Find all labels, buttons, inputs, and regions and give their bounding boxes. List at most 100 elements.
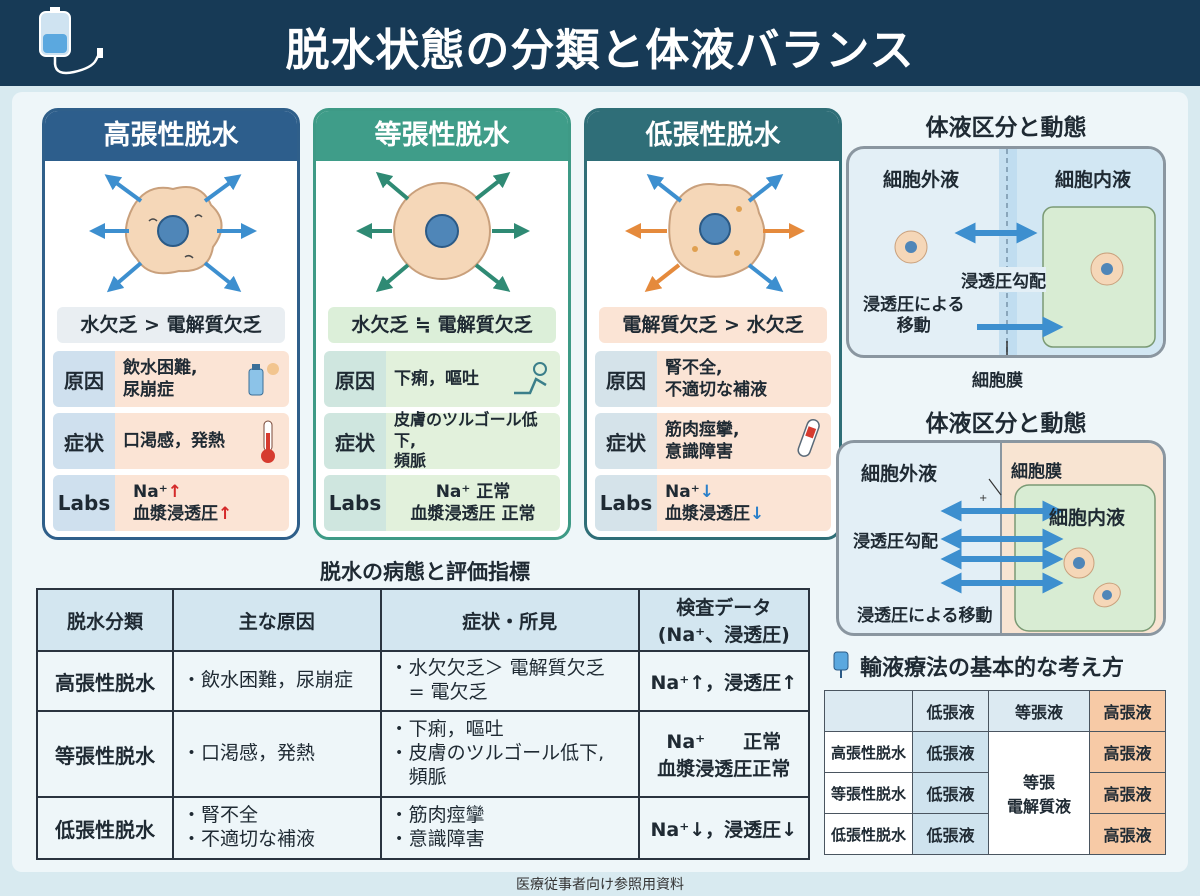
class-cell: 高張性脱水	[36, 650, 174, 712]
header-line: 検査データ	[676, 597, 772, 619]
up-arrow-icon: ↑	[218, 504, 233, 524]
row-value: 腎不全, 不適切な補液	[657, 351, 831, 407]
row-symptom: 症状 筋肉痙攣, 意識障害	[595, 413, 831, 469]
row-header: 低張性脱水	[824, 813, 913, 855]
lab-cell: Na⁺↑，浸透圧↑	[637, 650, 811, 712]
value-line: 意識障害	[665, 442, 733, 462]
row-symptom: 症状 口渇感，発熱	[53, 413, 289, 469]
header-line: (Na⁺、浸透圧)	[657, 624, 790, 646]
hypertonic-cell: 高張液	[1088, 813, 1167, 855]
movement-line: 移動	[896, 316, 931, 337]
row-value: Na⁺↑ 血漿浸透圧↑	[115, 475, 289, 531]
compartment-diagram: +	[940, 443, 1163, 633]
normal-cell-illustration	[316, 161, 568, 351]
row-header: 等張性脱水	[824, 772, 913, 814]
row-label: 原因	[53, 351, 115, 407]
value-line: Na⁺ 正常	[435, 481, 511, 502]
movement-label: 浸透圧による 移動	[863, 295, 965, 338]
lab-name: Na⁺	[133, 481, 168, 502]
icf-label: 細胞内液	[1055, 169, 1132, 191]
value-line: 尿崩症	[123, 380, 174, 400]
up-arrow-icon: ↑	[167, 481, 182, 502]
row-label: Labs	[595, 475, 657, 531]
cell-icon	[356, 171, 530, 293]
cause-line: ・腎不全	[182, 804, 259, 827]
card-hypertonic: 高張性脱水 水欠乏 > 電解質欠乏 原因 飲水困難, 尿崩症 症状 口渇感，発熱	[42, 108, 300, 540]
row-labs: Labs Na⁺ 正常 血漿浸透圧 正常	[324, 475, 560, 531]
compartment-panel-2: + 細胞外液 細胞膜 細胞内液 浸透圧勾配 浸透圧による移動	[836, 440, 1166, 636]
iso-line: 等張	[1022, 773, 1055, 792]
fluid-therapy-table: 低張液 等張液 高張液 高張性脱水 低張液 等張 電解質液 高張液 等張性脱水 …	[824, 690, 1167, 855]
value-line: Na⁺↑	[133, 481, 281, 503]
value-line: 腎不全,	[665, 357, 723, 378]
svg-text:+: +	[979, 493, 987, 504]
movement-label: 浸透圧による移動	[857, 606, 993, 626]
card-title: 高張性脱水	[45, 111, 297, 161]
row-label: 症状	[53, 413, 115, 469]
fluid-therapy-title: 輸液療法の基本的な考え方	[860, 656, 1125, 681]
table-row: 低張性脱水 低張液 高張液	[824, 813, 1167, 855]
row-labs: Labs Na⁺↑ 血漿浸透圧↑	[53, 475, 289, 531]
shrunken-cell-illustration	[45, 161, 297, 351]
membrane-label: 細胞膜	[1011, 462, 1062, 482]
value-line: 筋肉痙攣,	[665, 419, 740, 440]
table-row: 高張性脱水 ・飲水困難，尿崩症 ・水欠欠乏＞ 電解質欠乏 = 電欠乏 Na⁺↑，…	[36, 650, 811, 712]
column-header: 低張液	[911, 690, 990, 732]
table-header-row: 低張液 等張液 高張液	[824, 690, 1167, 732]
membrane-label: 細胞膜	[972, 371, 1023, 391]
symptom-line: ・皮膚のツルゴール低下,	[389, 742, 605, 765]
row-symptom: 症状 皮膚のツルゴール低下, 頻脈	[324, 409, 560, 471]
column-header: 脱水分類	[36, 588, 174, 652]
row-label: 症状	[595, 413, 657, 469]
value-line: 皮膚のツルゴール低下,	[394, 409, 538, 450]
symptom-line: ・下痢，嘔吐	[389, 718, 504, 741]
dehydration-table: 脱水分類 主な原因 症状・所見 検査データ (Na⁺、浸透圧) 高張性脱水 ・飲…	[36, 588, 811, 860]
cause-cell: ・飲水困難，尿崩症	[172, 650, 382, 712]
value-line: 頻脈	[394, 451, 427, 471]
isotonic-cell: 等張 電解質液	[988, 731, 1090, 855]
value-line: 下痢，嘔吐	[394, 368, 479, 389]
water-bottle-icon	[248, 363, 279, 396]
ecf-label: 細胞外液	[861, 463, 938, 485]
value-line: 口渇感，発熱	[123, 430, 225, 451]
row-cause: 原因 下痢，嘔吐	[324, 351, 560, 407]
value-line: 飲水困難,	[123, 357, 198, 378]
table-row: 等張性脱水 ・口渇感，発熱 ・下痢，嘔吐 ・皮膚のツルゴール低下, 頻脈 Na⁺…	[36, 710, 811, 798]
row-cause: 原因 飲水困難, 尿崩症	[53, 351, 289, 407]
card-title: 等張性脱水	[316, 111, 568, 161]
row-value: Na⁺ 正常 血漿浸透圧 正常	[386, 475, 560, 531]
row-cause: 原因 腎不全, 不適切な補液	[595, 351, 831, 407]
row-value: 口渇感，発熱	[115, 413, 289, 469]
symptom-line: ・意識障害	[389, 828, 485, 850]
class-cell: 低張性脱水	[36, 796, 174, 860]
class-cell: 等張性脱水	[36, 710, 174, 798]
lab-name: 血漿浸透圧	[665, 504, 750, 524]
cause-line: ・不適切な補液	[182, 828, 316, 850]
lab-name: Na⁺	[665, 481, 700, 502]
column-header: 高張液	[1088, 690, 1167, 732]
row-label: 原因	[595, 351, 657, 407]
symptom-line: 頻脈	[389, 765, 447, 788]
lab-name: 血漿浸透圧	[133, 504, 218, 524]
deficit-comparison: 電解質欠乏 > 水欠乏	[599, 307, 827, 343]
lab-line: 血漿浸透圧正常	[657, 758, 791, 780]
symptom-cell: ・水欠欠乏＞ 電解質欠乏 = 電欠乏	[379, 650, 640, 712]
row-header: 高張性脱水	[824, 731, 913, 773]
hypotonic-cell: 低張液	[911, 772, 990, 814]
value-line: 不適切な補液	[665, 380, 767, 400]
down-arrow-icon: ↓	[750, 504, 765, 524]
value-line: 血漿浸透圧↑	[133, 503, 281, 525]
hypotonic-cell: 低張液	[911, 731, 990, 773]
symptom-cell: ・筋肉痙攣 ・意識障害	[379, 796, 640, 860]
row-label: 症状	[324, 413, 386, 469]
value-line: 血漿浸透圧↓	[665, 503, 823, 525]
iso-line: 電解質液	[1006, 797, 1071, 816]
row-value: Na⁺↓ 血漿浸透圧↓	[657, 475, 831, 531]
down-arrow-icon: ↓	[699, 481, 714, 502]
header-bar: 脱水状態の分類と体液バランス	[0, 0, 1200, 86]
lab-line: Na⁺ 正常	[666, 731, 782, 753]
corner-cell	[824, 690, 913, 732]
column-header: 等張液	[988, 690, 1090, 732]
swollen-cell-illustration	[587, 161, 839, 351]
symptom-cell: ・下痢，嘔吐 ・皮膚のツルゴール低下, 頻脈	[379, 710, 640, 798]
